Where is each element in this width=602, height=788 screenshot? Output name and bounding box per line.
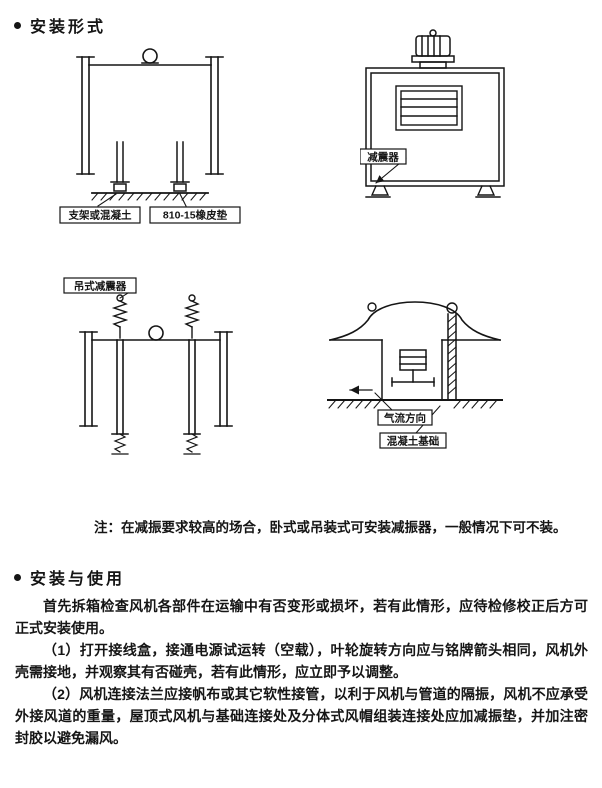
- hanger-leader: [119, 292, 129, 299]
- label-hanger-text: 吊式减震器: [74, 280, 127, 293]
- label-damper-text: 减震器: [367, 151, 399, 164]
- drawing-horizontal-mount: 支架或混凝土 810-15橡皮垫: [59, 48, 241, 224]
- drawing-roof-fan: 气流方向 混凝土基础: [327, 301, 503, 449]
- fan-frame: [76, 48, 224, 175]
- leader-lines: [97, 193, 187, 207]
- bullet-icon: [14, 573, 21, 581]
- hanger-springs: [111, 294, 201, 339]
- label-foundation-text: 混凝土基础: [387, 435, 440, 448]
- section-heading-install-form: 安装形式: [14, 13, 106, 37]
- label-box-airflow: [377, 409, 433, 426]
- curb-section: [447, 313, 457, 401]
- eyebolt-rings: [367, 302, 458, 314]
- paragraph-wiring-test: （1）打开接线盒，接通电源试运转（空载），叶轮旋转方向应与铭牌箭头相同，风机外壳…: [15, 642, 588, 680]
- foot-springs: [111, 433, 201, 455]
- ground: [327, 399, 503, 409]
- motor: [411, 29, 455, 69]
- note-text: 注：在减振要求较高的场合，卧式或吊装式可安装减振器，一般情况下可不装。: [94, 520, 567, 535]
- bullet-icon: [14, 21, 21, 29]
- label-box-foundation: [379, 432, 447, 449]
- label-box-damper: [360, 148, 407, 165]
- feet: [365, 185, 501, 198]
- diagram-cabinet-fan: 减震器: [360, 28, 510, 224]
- cabinet: [365, 67, 505, 187]
- curb-hatch: [447, 314, 457, 395]
- support-legs: [110, 141, 190, 192]
- paragraph-inspection: 首先拆箱检查风机各部件在运输中有否变形或损坏，若有此情形，应待检修校正后方可正式…: [15, 598, 588, 636]
- label-support-text: 支架或混凝土: [68, 209, 132, 222]
- diagram-roof-fan: 气流方向 混凝土基础: [320, 280, 510, 464]
- label-box-pad: [149, 206, 241, 224]
- label-box-hanger: [63, 277, 137, 294]
- paragraph-flange-connection: （2）风机连接法兰应接帆布或其它软性接管，以利于风机与管道的隔振，风机不应承受外…: [15, 686, 588, 746]
- cowl: [329, 301, 501, 341]
- drawing-cabinet-fan: 减震器: [360, 29, 505, 198]
- section-heading-install-use: 安装与使用: [14, 565, 125, 589]
- diagram-suspended-mount: 吊式减震器: [62, 274, 252, 482]
- label-airflow-text: 气流方向: [383, 412, 426, 425]
- label-box-support: [59, 206, 141, 224]
- section-title-install-use: 安装与使用: [30, 571, 126, 588]
- section-title-install-form: 安装形式: [30, 19, 107, 36]
- label-pad-text: 810-15橡皮垫: [163, 209, 228, 222]
- inlet-louver: [395, 85, 463, 131]
- diagram-horizontal-mount: 支架或混凝土 810-15橡皮垫: [58, 44, 242, 236]
- body-paragraphs: 首先拆箱检查风机各部件在运输中有否变形或损坏，若有此情形，应待检修校正后方可正式…: [15, 595, 588, 749]
- ground-hatch: [328, 399, 498, 409]
- airflow-leader: [374, 392, 393, 411]
- fan-body: [381, 339, 443, 401]
- drawing-suspended-mount: 吊式减震器: [63, 277, 233, 455]
- fan-frame: [79, 325, 233, 435]
